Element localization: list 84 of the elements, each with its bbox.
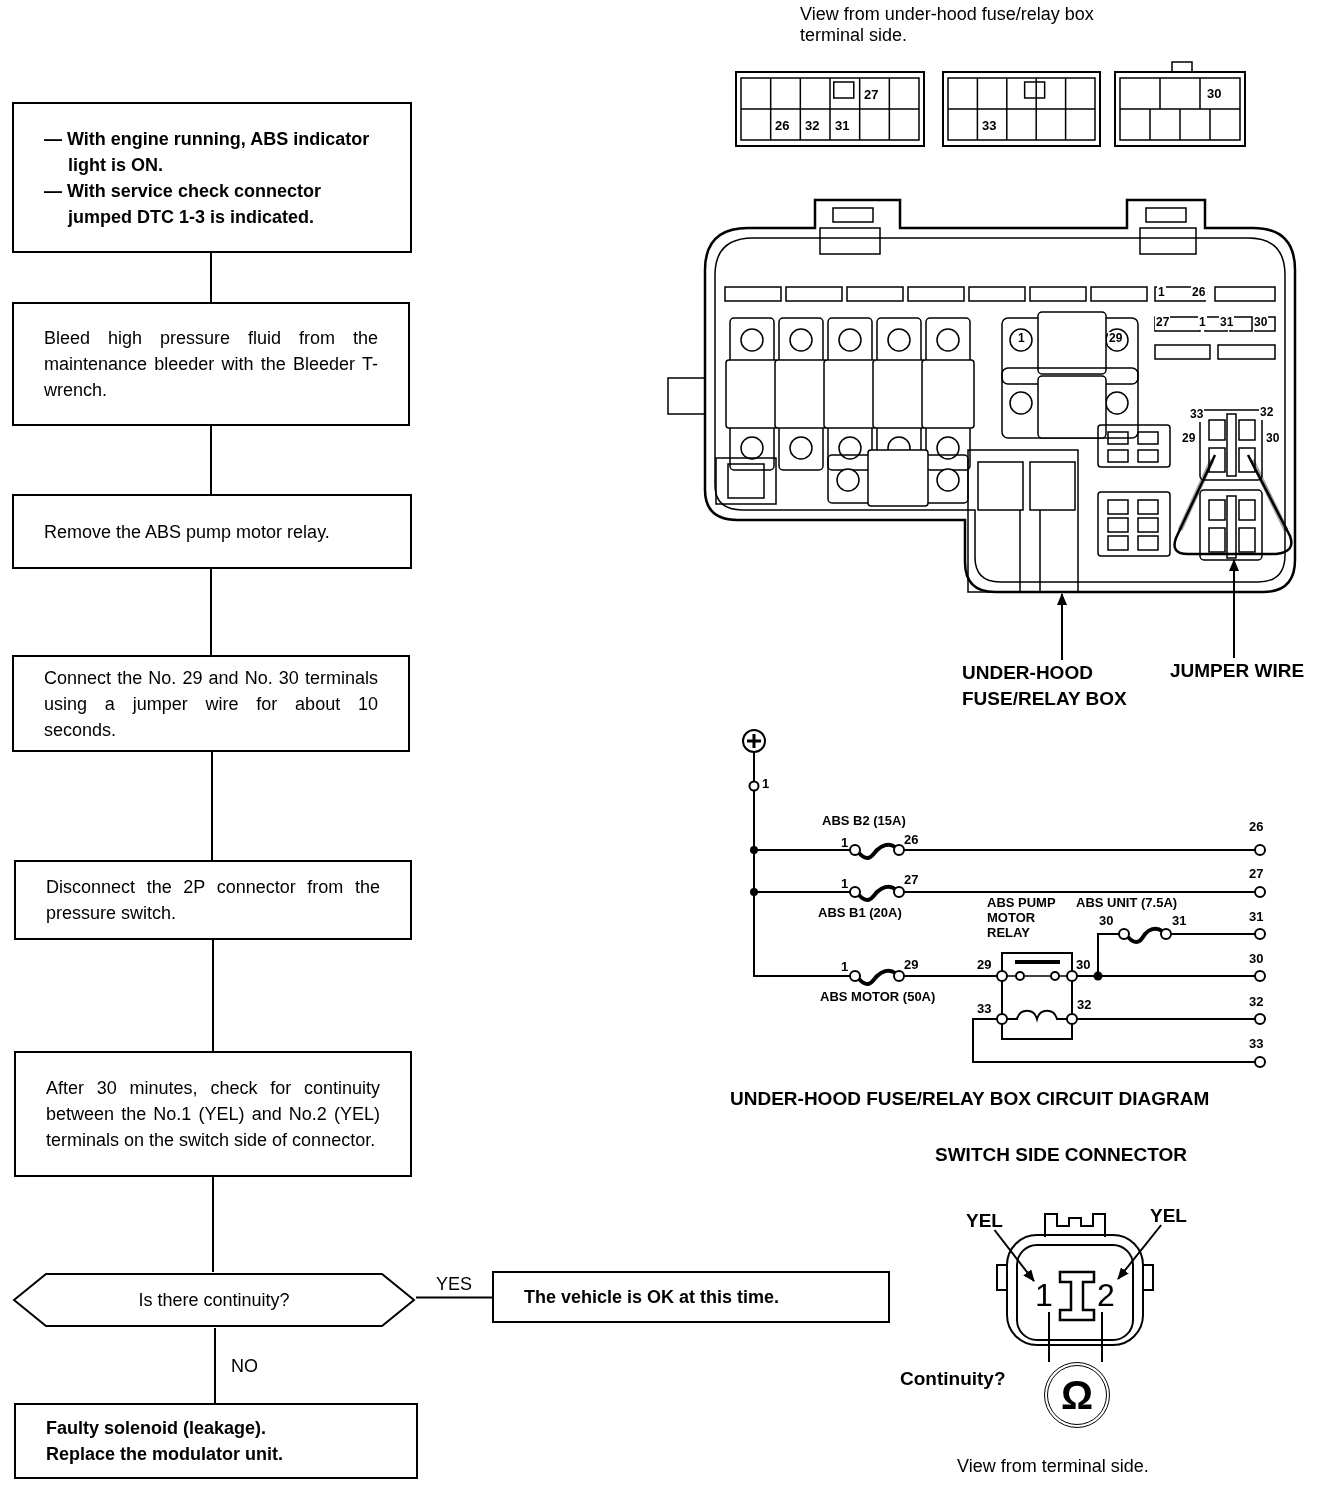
process-box [14,860,412,940]
component-label: ABS B1 (20A) [818,906,902,921]
terminal-number: 27 [864,88,879,103]
note-text: Continuity? [900,1368,1006,1390]
callout-label: JUMPER WIRE [1170,658,1330,684]
terminal-number: 29 [904,958,919,973]
decision-hexagon [12,1272,416,1328]
jumper-wire [1174,455,1292,554]
step-text: Remove the ABS pump motor relay. [44,520,331,544]
connector-line [210,425,212,495]
step-text: Bleed high pressure fluid from the maintenance bleeder with the Bleeder T-wrench. [44,327,378,402]
terminal-number: 27 [1155,316,1171,330]
heading-text: SWITCH SIDE CONNECTOR [935,1144,1187,1166]
terminal-number: 26 [775,119,790,134]
terminal-number: 1 [841,877,849,892]
terminal-number: 31 [1219,316,1235,330]
leader-line [1057,593,1067,661]
terminal-number: 1 [841,960,849,975]
terminal-number: 26 [1191,286,1207,300]
terminal-number: 1 [762,777,770,792]
connector-line [210,568,212,656]
step-text: After 30 minutes, check for continuity between the No.1 (YEL) and No.2 (YEL) terminals on the switch side of connector. [46,1077,380,1152]
process-box [12,494,412,569]
question-text: Is there continuity? [138,1289,290,1311]
terminal-number: 32 [1077,998,1092,1013]
terminal-number: 30 [1076,958,1091,973]
result-box [492,1271,890,1323]
terminal-number: 27 [1249,867,1264,882]
pin-number: 1 [1035,1277,1053,1313]
connector-line [211,751,213,861]
step-text: — With engine running, ABS indicator light is ON. [44,127,371,177]
component-label: ABS MOTOR (50A) [820,990,936,1005]
leader-line [1229,559,1239,659]
terminal-number: 30 [1207,87,1222,102]
pin-number: 2 [1097,1277,1115,1313]
wire-color-label: YEL [1150,1203,1190,1225]
terminal-number: 32 [1249,995,1264,1010]
connector-line [1048,1311,1050,1363]
process-box [14,1051,412,1177]
terminal-number: 33 [1189,408,1205,422]
connector-line [210,252,212,303]
terminal-number: 33 [982,119,997,134]
step-text: Faulty solenoid (leakage). [46,1417,268,1440]
terminal-number: 30 [1249,952,1264,967]
process-box [12,102,412,253]
result-box [14,1403,418,1479]
step-text: Connect the No. 29 and No. 30 terminals using a jumper wire for about 10 seconds. [44,666,378,742]
terminal-number: 31 [1172,914,1187,929]
step-text: — With service check connector jumped DTC 1-3 is indicated. [44,179,322,229]
terminal-number: 30 [1253,316,1269,330]
terminal-number: 32 [1259,406,1275,420]
step-text: Disconnect the 2P connector from the pressure switch. [46,876,380,925]
terminal-number: 1 [1198,316,1207,330]
terminal-number: 29 [1108,332,1124,346]
terminal-number: 33 [1249,1037,1264,1052]
heading-text: UNDER-HOOD FUSE/RELAY BOX CIRCUIT DIAGRAM [730,1088,1210,1110]
connector-line [415,1296,493,1299]
leader-line [993,1229,1035,1283]
caption-text: View from under-hood fuse/relay box terminal side. [800,4,1095,46]
connector-line [212,1176,214,1273]
terminal-number: 1 [841,836,849,851]
terminal-number: 31 [835,119,850,134]
process-box [12,302,410,426]
terminal-number: 27 [904,873,919,888]
process-box [12,655,410,752]
terminal-number: 33 [977,1002,992,1017]
component-label: ABS B2 (15A) [822,814,906,829]
connector-line [214,1327,216,1404]
terminal-number: 26 [904,833,919,848]
terminal-number: 26 [1249,820,1264,835]
terminal-number: 30 [1099,914,1114,929]
leader-line [1117,1224,1163,1280]
callout-label: UNDER-HOOD FUSE/RELAY BOX [962,660,1162,714]
component-label: ABS PUMP MOTOR RELAY [987,896,1057,941]
connector-line [212,939,214,1052]
wire-color-label: YEL [966,1208,1006,1230]
terminal-number: 31 [1249,910,1264,925]
terminal-number: 32 [805,119,820,134]
caption-text: View from terminal side. [957,1456,1149,1477]
connector-line [1101,1311,1103,1363]
terminal-number: 29 [977,958,992,973]
step-text: The vehicle is OK at this time. [524,1286,781,1309]
step-text: Replace the modulator unit. [46,1443,285,1466]
component-label: ABS UNIT (7.5A) [1076,896,1178,911]
